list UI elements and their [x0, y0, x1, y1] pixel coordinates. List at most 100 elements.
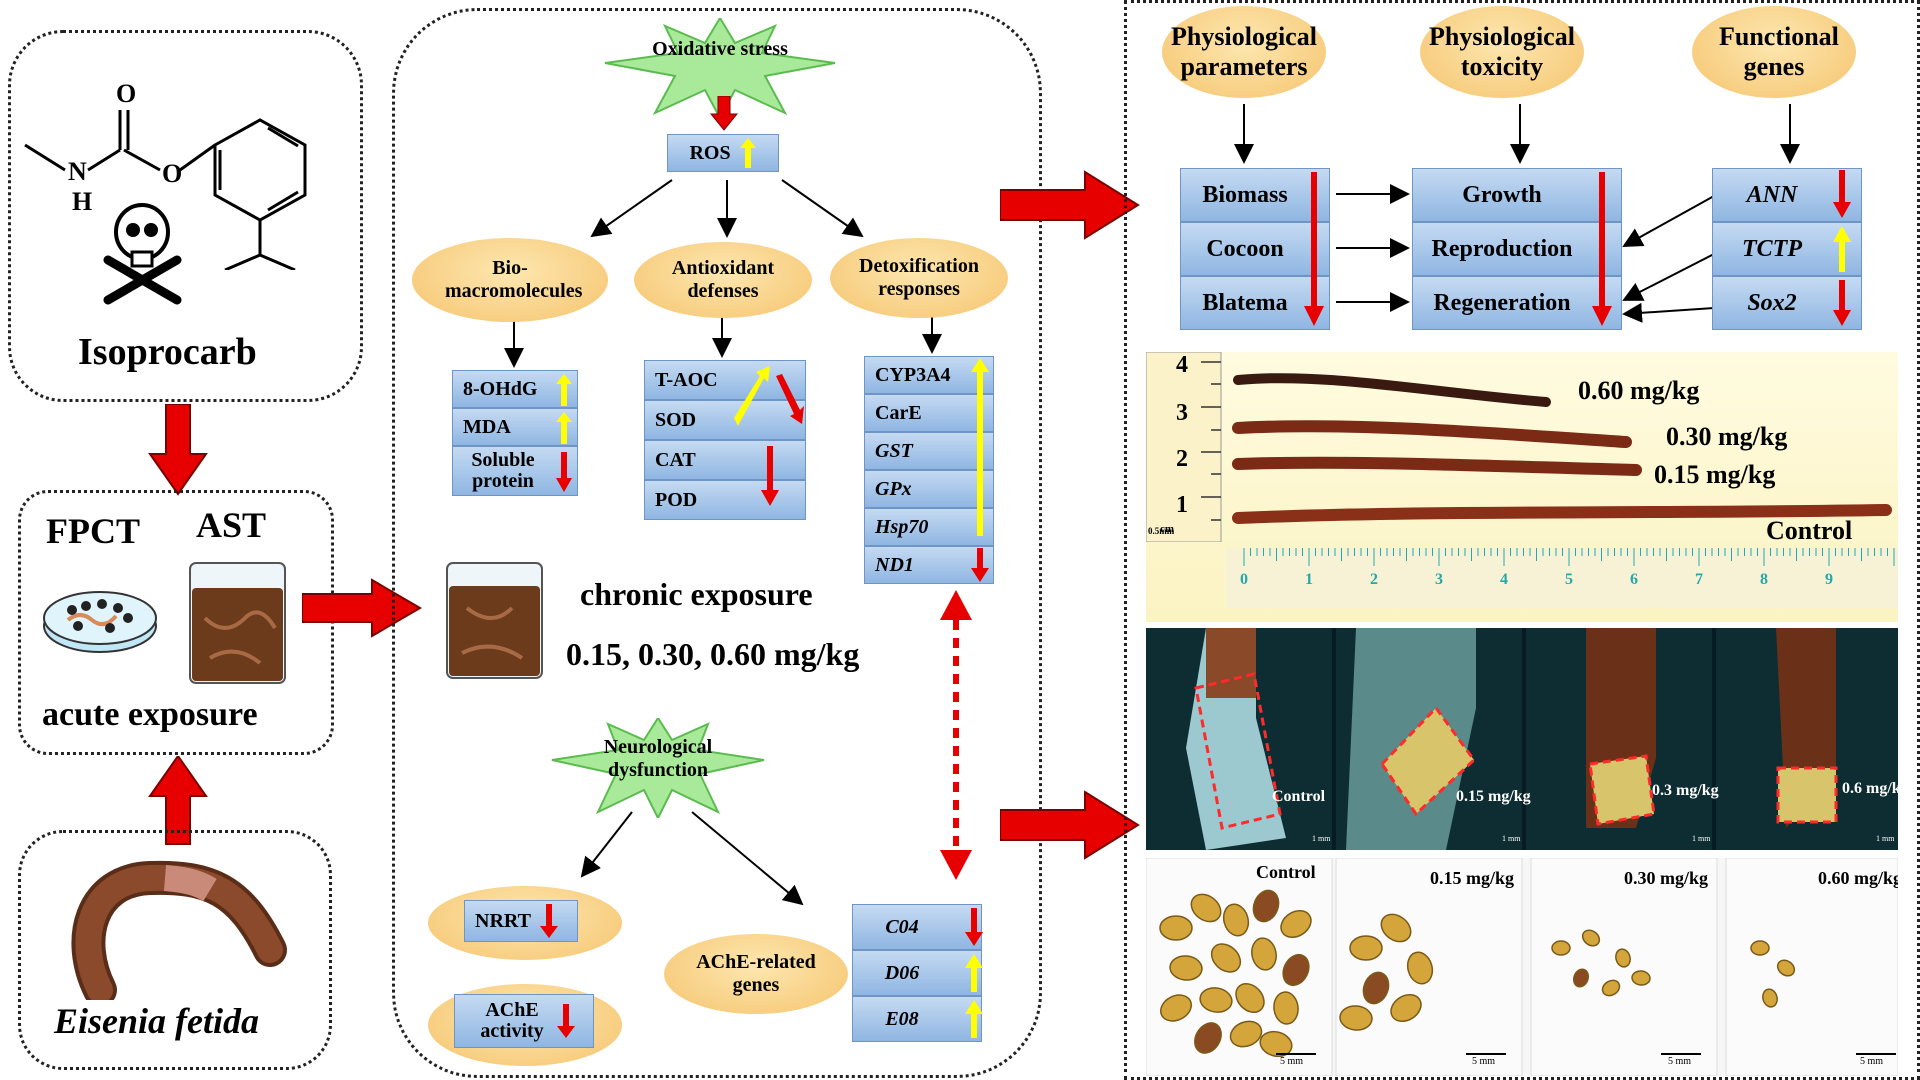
- neurological-label: Neurological dysfunction: [603, 736, 713, 781]
- ruler-number: 3: [1435, 571, 1443, 588]
- detoxification-ellipse: Detoxification responses: [830, 238, 1008, 318]
- worm-label-1: 0.60 mg/kg: [1578, 376, 1700, 405]
- acute-exposure-label: acute exposure: [42, 696, 258, 733]
- svg-text:3: 3: [1176, 400, 1188, 426]
- biomacro-item-1: 8-OHdG: [452, 370, 578, 408]
- skull-crossbones-icon: [103, 203, 182, 305]
- cocoon: [1362, 971, 1390, 1005]
- arrow-to-regeneration: [1000, 790, 1140, 860]
- genes-ellipse: Functional genes: [1692, 6, 1856, 98]
- cocoon: [1615, 948, 1631, 968]
- ros-box: ROS: [667, 134, 779, 172]
- ache-gene-item-3: E08: [852, 996, 982, 1042]
- vertical-ruler: 4 3 2 1 cm 0.5mm: [1146, 352, 1222, 542]
- antioxidant-ellipse: Antioxidant defenses: [634, 242, 812, 318]
- right-connectors: [1234, 104, 1800, 323]
- gene-trend-arrows: [1833, 170, 1851, 326]
- cocoon: [1222, 903, 1250, 937]
- middle-connectors: [504, 179, 942, 906]
- cocoon-photo-strip: Control 0.15 mg/kg 0.30 mg/kg 0.60 mg/kg…: [1146, 858, 1898, 1076]
- toxicity-item-2: Reproduction: [1412, 222, 1622, 276]
- cocoon: [1349, 935, 1383, 961]
- cocoon-panel: [1725, 858, 1898, 1076]
- regen-label-2: 0.15 mg/kg: [1456, 788, 1531, 805]
- chronic-beaker-icon: [446, 562, 543, 679]
- biomacro-item-2: MDA: [452, 408, 578, 446]
- detox-item-6: ND1: [864, 546, 994, 584]
- cocoon: [1199, 987, 1233, 1013]
- biomacro-trend-arrows: [556, 374, 572, 492]
- cocoon: [1282, 953, 1310, 987]
- cocoon: [1190, 893, 1222, 923]
- ruler-number: 5: [1565, 571, 1573, 588]
- ruler-number: 4: [1500, 571, 1508, 588]
- fpct-label: FPCT: [46, 511, 140, 551]
- atom-n: N: [68, 157, 87, 186]
- worm-label-2: 0.30 mg/kg: [1666, 422, 1788, 451]
- cocoon: [1194, 1022, 1222, 1054]
- antioxidant-label: Antioxidant defenses: [671, 257, 775, 302]
- param-item-2: Cocoon: [1180, 222, 1330, 276]
- isoprocarb-structure: O N H O: [24, 79, 307, 270]
- detoxification-label: Detoxification responses: [859, 255, 979, 300]
- earthworm-icon: [71, 860, 287, 1000]
- cocoon: [1159, 915, 1193, 941]
- arrow-acute-to-chronic: [302, 578, 422, 638]
- cocoon-scale-1: 5 mm: [1280, 1056, 1304, 1067]
- cocoon: [1750, 940, 1770, 956]
- cocoon: [1251, 937, 1277, 971]
- detox-item-5: Hsp70: [864, 508, 994, 546]
- compound-name: Isoprocarb: [78, 331, 257, 373]
- earthworm-specimens: [1232, 373, 1892, 524]
- atom-o-ester: O: [162, 159, 182, 188]
- cocoon: [1169, 955, 1203, 981]
- gene-item-1: ANN: [1712, 168, 1862, 222]
- cocoon: [1390, 994, 1422, 1022]
- worm-label-3: 0.15 mg/kg: [1654, 460, 1776, 489]
- cocoon: [1210, 943, 1242, 973]
- regen-label-1: Control: [1272, 788, 1326, 805]
- regeneration-segments: [1146, 628, 1898, 850]
- regen-scale-4: 1 mm: [1876, 834, 1895, 843]
- chronic-exposure-panel: [392, 8, 1042, 1078]
- ruler-number: 2: [1370, 571, 1378, 588]
- worm-length-photo: 4 3 2 1 cm 0.5mm 0.60 mg/kg 0.30 mg/kg 0…: [1146, 352, 1898, 622]
- oxidative-stress-label: Oxidative stress: [652, 38, 788, 60]
- ache-activity-box: AChE activity: [454, 994, 594, 1048]
- ache-gene-trend-arrows: [965, 908, 983, 1038]
- cocoon: [1572, 968, 1590, 988]
- oxidative-stress-starburst: [604, 18, 836, 118]
- cocoon-label-3: 0.30 mg/kg: [1624, 868, 1709, 888]
- cocoon-scale-4: 5 mm: [1860, 1056, 1884, 1067]
- arrow-organism-to-exposure: [148, 756, 208, 845]
- atom-h: H: [72, 187, 92, 216]
- antioxidant-trend-arrows: [734, 366, 804, 506]
- arrow-compound-to-exposure: [148, 404, 208, 496]
- cocoon: [1631, 970, 1651, 986]
- param-trend-arrow: [1304, 172, 1324, 326]
- svg-text:2: 2: [1176, 446, 1188, 472]
- param-item-1: Biomass: [1180, 168, 1330, 222]
- cocoon: [1273, 991, 1299, 1025]
- toxicity-item-1: Growth: [1412, 168, 1622, 222]
- cocoon: [1762, 988, 1778, 1008]
- ruler-number: 1: [1305, 571, 1313, 588]
- detox-item-4: GPx: [864, 470, 994, 508]
- regen-label-4: 0.6 mg/kg: [1842, 780, 1898, 797]
- ache-gene-item-2: D06: [852, 950, 982, 996]
- neurological-starburst: [551, 718, 765, 818]
- ruler-number: 0: [1240, 571, 1248, 588]
- ruler-number: 8: [1760, 571, 1768, 588]
- cocoon: [1406, 951, 1434, 985]
- cocoon: [1229, 1020, 1263, 1048]
- outcomes-panel: [1124, 0, 1920, 1080]
- biomacro-item-3: Soluble protein: [452, 446, 578, 496]
- chronic-exposure-label: chronic exposure: [580, 576, 813, 612]
- regeneration-photo-strip: Control 0.15 mg/kg 0.3 mg/kg 0.6 mg/kg 1…: [1146, 628, 1898, 850]
- gene-item-2: TCTP: [1712, 222, 1862, 276]
- chronic-doses-label: 0.15, 0.30, 0.60 mg/kg: [566, 636, 860, 672]
- gene-item-3: Sox2: [1712, 276, 1862, 330]
- params-ellipse: Physiological parameters: [1162, 6, 1326, 98]
- cocoon: [1551, 940, 1571, 956]
